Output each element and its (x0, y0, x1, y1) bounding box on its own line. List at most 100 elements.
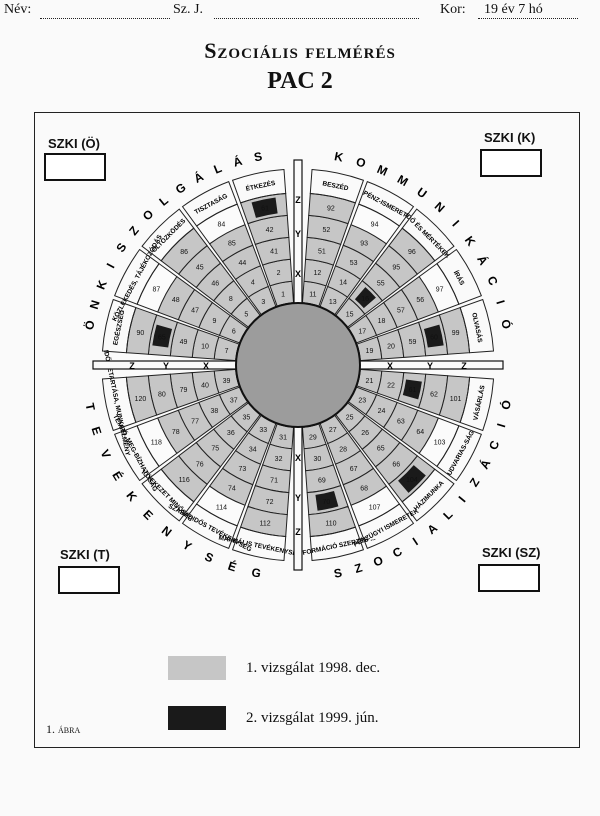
corner-box-onk[interactable] (44, 153, 106, 181)
item-number: 27 (329, 427, 337, 434)
corner-box-szoc[interactable] (478, 564, 540, 592)
quadrant-title-letter: I (104, 261, 118, 271)
axis-letter: Y (295, 229, 301, 239)
sector-label-cell (231, 526, 287, 562)
item-number: 5 (244, 311, 248, 318)
sector-label-cell (436, 248, 482, 305)
item-number: 57 (397, 307, 405, 314)
item-number: 62 (430, 391, 438, 398)
item-number: 66 (392, 461, 400, 468)
quadrant-title-letter: A (425, 521, 441, 538)
sector-label-cell (101, 376, 137, 432)
item-number: 78 (172, 429, 180, 436)
corner-box-kom[interactable] (480, 149, 542, 177)
item-number: 42 (266, 227, 274, 234)
item-number: 34 (249, 447, 257, 454)
quadrant-title-letter: É (226, 558, 238, 575)
nev-line (40, 18, 170, 19)
item-number: 61 (261, 205, 269, 212)
corner-box-tev[interactable] (58, 566, 120, 594)
axis-letter: X (387, 361, 393, 371)
quadrant-title-letter: G (250, 565, 262, 581)
quadrant-title-letter: V (98, 447, 114, 460)
item-number: 107 (369, 505, 381, 512)
item-number: 67 (350, 466, 358, 473)
item-number: 30 (314, 456, 322, 463)
item-number: 28 (339, 447, 347, 454)
item-number: 14 (339, 279, 347, 286)
quadrant-title-letter: N (159, 523, 174, 539)
item-number: 120 (135, 396, 147, 403)
item-number: 85 (228, 241, 236, 248)
sector-label-cell (401, 468, 455, 522)
sector-label: ÉTKEZÉS (245, 178, 277, 193)
item-number: 99 (452, 330, 460, 337)
quadrant-title-letter: L (212, 161, 224, 177)
figure-caption: 1. ábra (46, 722, 81, 736)
quadrant-title-letter: Ó (498, 318, 515, 330)
item-number: 17 (358, 328, 366, 335)
item-number: 118 (151, 440, 162, 447)
second-exam-mark (152, 324, 173, 348)
item-number: 31 (279, 434, 287, 441)
second-exam-mark (354, 287, 376, 309)
sector-label-cell (141, 208, 195, 262)
item-number: 96 (408, 249, 416, 256)
item-number: 112 (259, 521, 270, 528)
item-number: 65 (158, 335, 166, 342)
quadrant-title-letter: S (113, 240, 129, 254)
axis-letter: Z (129, 361, 135, 371)
quadrant-title-letter: É (109, 468, 126, 483)
quadrant-title-letter: M (395, 172, 411, 189)
axis-letter: Z (295, 527, 301, 537)
item-number: 9 (212, 318, 216, 325)
item-number: 97 (436, 286, 444, 293)
sector-label: OLVASÁS (470, 312, 485, 344)
item-number: 23 (358, 398, 366, 405)
item-number: 33 (259, 427, 267, 434)
nev-label: Név: (4, 2, 32, 17)
item-number: 20 (387, 344, 395, 351)
quadrant-title-letter: I (449, 217, 462, 229)
quadrant-title-letter: Á (231, 153, 244, 170)
item-number: 84 (218, 221, 226, 228)
item-number: 29 (309, 434, 317, 441)
second-exam-mark (315, 490, 339, 511)
corner-label-tev: SZKI (T) (60, 547, 110, 562)
item-number: 73 (238, 466, 246, 473)
item-number: 60 (430, 335, 438, 342)
item-number: 72 (266, 499, 274, 506)
sector-label-cell (401, 208, 455, 262)
axis-letter: Z (295, 195, 301, 205)
item-number: 4 (251, 279, 255, 286)
item-number: 21 (366, 378, 374, 385)
item-number: 2 (277, 270, 281, 277)
sector-label: VÁSÁRLÁS (471, 384, 487, 421)
sector-label-cell (181, 181, 238, 227)
sector-label-cell (114, 425, 160, 482)
axis-letter: X (295, 453, 301, 463)
axis-letter: Y (163, 361, 169, 371)
sector-label: ÍRÁS (452, 269, 468, 288)
sector-label-cell (358, 503, 415, 549)
quadrant-title-letter: Z (126, 223, 141, 238)
corner-label-szoc: SZKI (SZ) (482, 545, 541, 560)
quadrant-title-letter: Ó (497, 399, 513, 411)
item-number: 77 (191, 419, 199, 426)
quadrant-title-letter: N (432, 199, 448, 215)
quadrant-title-letter: K (333, 149, 345, 164)
quadrant-title-letter: Á (476, 456, 493, 471)
item-number: 104 (406, 477, 418, 484)
quadrant-title-letter: U (414, 185, 429, 201)
second-exam-mark (402, 379, 422, 400)
axis-letter: X (203, 361, 209, 371)
item-number: 68 (360, 485, 368, 492)
quadrant-title-letter: E (140, 507, 156, 523)
page-subtitle: PAC 2 (267, 68, 333, 94)
item-number: 32 (275, 456, 283, 463)
second-exam-mark (423, 324, 444, 348)
item-number: 38 (211, 408, 219, 415)
axis-letter: Y (295, 493, 301, 503)
item-number: 92 (327, 205, 335, 212)
item-number: 116 (179, 477, 190, 484)
